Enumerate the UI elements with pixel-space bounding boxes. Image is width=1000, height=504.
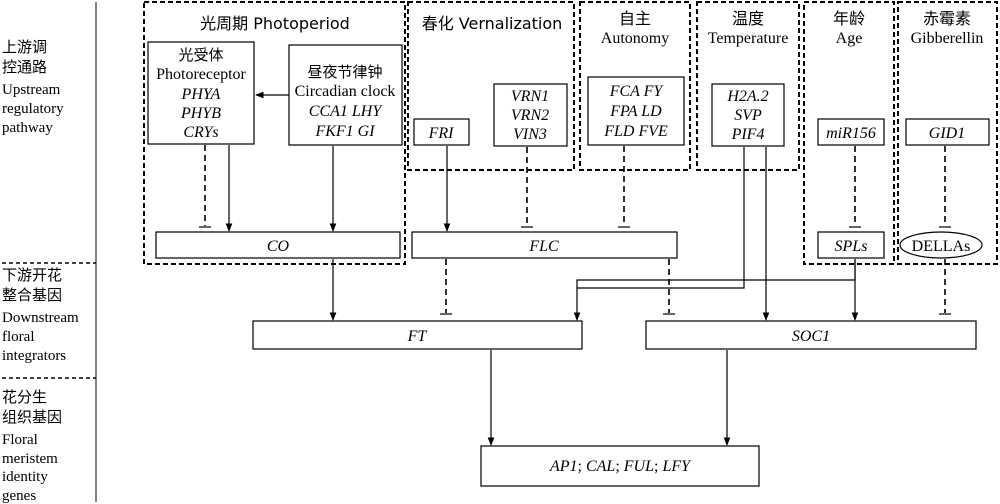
- svg-text:Downstream: Downstream: [2, 310, 79, 326]
- temperature-pathway-box: [696, 1, 800, 171]
- svg-text:H2A.2: H2A.2: [726, 88, 768, 105]
- svg-text:identity: identity: [2, 469, 48, 485]
- age-pathway-box: [803, 1, 895, 265]
- vernalization-title: 春化 Vernalization: [422, 14, 563, 33]
- connectors: [199, 145, 951, 446]
- co-box: [155, 231, 401, 259]
- svg-text:floral: floral: [2, 329, 34, 345]
- svg-text:Photoreceptor: Photoreceptor: [156, 66, 246, 83]
- svg-text:SVP: SVP: [734, 107, 762, 124]
- svg-text:Circadian clock: Circadian clock: [295, 83, 396, 100]
- svg-text:光受体: 光受体: [178, 46, 223, 64]
- svg-text:miR156: miR156: [826, 125, 876, 142]
- svg-text:VRN1: VRN1: [511, 88, 549, 105]
- svg-text:FKF1 GI: FKF1 GI: [314, 123, 375, 140]
- svg-text:Upstream: Upstream: [2, 82, 61, 98]
- svg-text:integrators: integrators: [2, 348, 66, 364]
- mir156-box: [817, 118, 885, 146]
- svg-text:regulatory: regulatory: [2, 101, 64, 117]
- svg-text:下游开花: 下游开花: [2, 266, 62, 284]
- svg-text:FRI: FRI: [428, 125, 455, 142]
- svg-text:FLD FVE: FLD FVE: [603, 123, 668, 140]
- temperature-title-en: Temperature: [708, 30, 789, 47]
- photoreceptor-box: [147, 41, 255, 145]
- photoperiod-title: 光周期 Photoperiod: [200, 14, 350, 33]
- downstream-label: 下游开花 整合基因 Downstream floral integrators: [2, 266, 79, 364]
- fri-box: [413, 118, 470, 146]
- svg-text:PHYA: PHYA: [181, 86, 221, 103]
- svg-text:Floral: Floral: [2, 432, 38, 448]
- svg-text:花分生: 花分生: [2, 388, 47, 406]
- svg-text:meristem: meristem: [2, 451, 58, 467]
- age-title-cn: 年龄: [833, 9, 865, 28]
- floral-meristem-label: 花分生 组织基因 Floral meristem identity genes: [2, 388, 62, 504]
- photoperiod-pathway-box: [143, 1, 406, 265]
- svg-text:整合基因: 整合基因: [2, 286, 62, 304]
- gibberellin-title-en: Gibberellin: [911, 30, 984, 47]
- svg-text:昼夜节律钟: 昼夜节律钟: [307, 63, 382, 81]
- svg-text:VRN2: VRN2: [511, 107, 549, 124]
- autonomy-genes-box: [587, 76, 685, 146]
- svg-text:CCA1 LHY: CCA1 LHY: [309, 103, 384, 120]
- svg-text:FLC: FLC: [528, 238, 559, 255]
- svg-text:DELLAs: DELLAs: [912, 238, 971, 255]
- svg-text:PIF4: PIF4: [731, 126, 765, 143]
- svg-text:CRYs: CRYs: [183, 124, 218, 141]
- gibberellin-title-cn: 赤霉素: [923, 9, 971, 28]
- floral-meristem-genes-box: [480, 445, 760, 487]
- gid1-box: [905, 118, 990, 146]
- autonomy-title-en: Autonomy: [601, 30, 669, 47]
- autonomy-pathway-box: [579, 1, 691, 171]
- soc1-box: [645, 320, 977, 350]
- svg-text:SPLs: SPLs: [835, 238, 868, 255]
- svg-text:FT: FT: [407, 328, 428, 345]
- svg-text:pathway: pathway: [2, 120, 53, 136]
- floral-meristem-genes-label: AP1; CAL; FUL; LFY: [549, 458, 692, 475]
- vernalization-pathway-box: [407, 1, 575, 171]
- svg-text:上游调: 上游调: [2, 38, 47, 56]
- svg-text:genes: genes: [2, 488, 36, 504]
- circadian-clock-box: [288, 44, 403, 146]
- svg-text:控通路: 控通路: [2, 58, 47, 76]
- svg-text:SOC1: SOC1: [792, 328, 830, 345]
- autonomy-title-cn: 自主: [619, 9, 651, 28]
- svg-text:PHYB: PHYB: [180, 105, 221, 122]
- svg-text:GID1: GID1: [929, 125, 965, 142]
- flc-box: [411, 231, 678, 259]
- svg-text:VIN3: VIN3: [513, 126, 547, 143]
- svg-text:FPA LD: FPA LD: [609, 103, 662, 120]
- upstream-label: 上游调 控通路 Upstream regulatory pathway: [2, 38, 64, 136]
- svg-text:组织基因: 组织基因: [2, 408, 62, 426]
- dellas-ellipse: [899, 231, 983, 259]
- age-title-en: Age: [836, 30, 863, 47]
- temperature-genes-box: [711, 83, 785, 147]
- vrn-box: [493, 83, 568, 147]
- temperature-title-cn: 温度: [732, 9, 764, 28]
- svg-text:CO: CO: [267, 238, 290, 255]
- svg-text:FCA FY: FCA FY: [609, 83, 665, 100]
- ft-box: [252, 320, 583, 350]
- spls-box: [817, 231, 885, 259]
- gibberellin-pathway-box: [897, 1, 998, 265]
